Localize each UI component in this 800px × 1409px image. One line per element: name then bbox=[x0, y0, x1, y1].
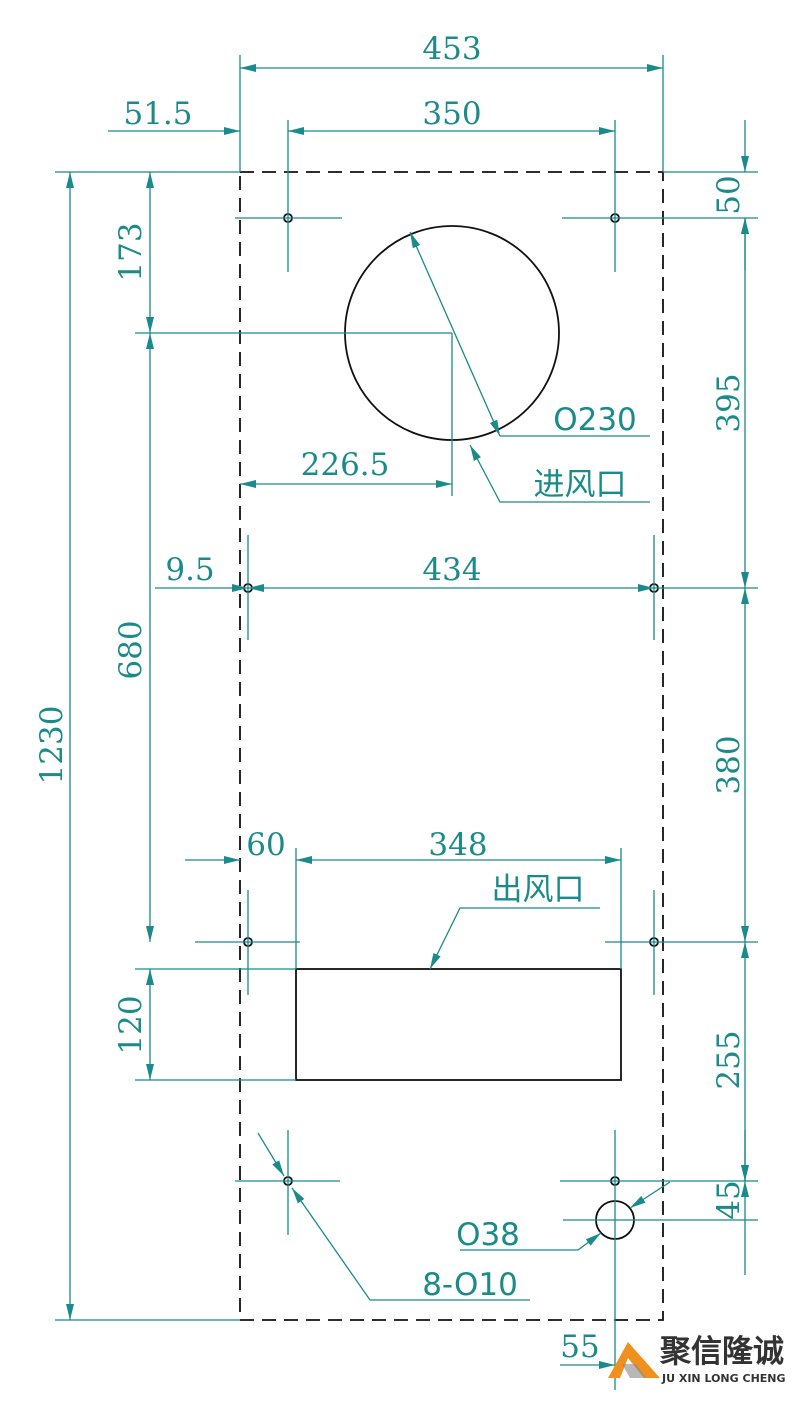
logo-text-cn: 聚信隆诚 bbox=[659, 1334, 784, 1370]
cabinet-outline bbox=[239, 171, 664, 1321]
dim-top-hole-offset: 50 bbox=[711, 175, 747, 214]
dim-inlet-to-outlet: 680 bbox=[113, 620, 149, 679]
dim-inlet-center-x: 226.5 bbox=[301, 447, 390, 483]
dimension-lines bbox=[66, 64, 749, 1369]
dim-inlet-from-top: 173 bbox=[113, 222, 149, 281]
logo-text-en: JU XIN LONG CHENG bbox=[661, 1372, 786, 1385]
dim-right-380: 380 bbox=[711, 735, 747, 794]
dim-mid-hole-offset: 9.5 bbox=[165, 552, 214, 588]
logo-mark-icon bbox=[608, 1342, 660, 1378]
dim-outlet-width: 348 bbox=[428, 827, 487, 863]
label-inlet: 进风口 bbox=[534, 467, 627, 503]
dim-overall-height: 1230 bbox=[34, 706, 70, 785]
extension-lines bbox=[55, 55, 758, 1390]
dim-left-offset-top: 51.5 bbox=[123, 96, 192, 132]
label-drain-diameter: O38 bbox=[456, 1217, 520, 1253]
dim-outlet-offset: 60 bbox=[246, 827, 285, 863]
dim-right-255: 255 bbox=[711, 1030, 747, 1089]
company-logo: 聚信隆诚 JU XIN LONG CHENG bbox=[608, 1334, 786, 1385]
dim-mid-hole-spacing: 434 bbox=[422, 552, 481, 588]
outlet-opening bbox=[295, 968, 622, 1081]
label-mounting-holes: 8-O10 bbox=[422, 1267, 518, 1303]
label-inlet-diameter: O230 bbox=[553, 402, 637, 438]
dim-hole-spacing-top: 350 bbox=[422, 96, 481, 132]
dim-bottom-55: 55 bbox=[560, 1329, 599, 1365]
dim-right-395: 395 bbox=[711, 373, 747, 432]
dim-overall-width: 453 bbox=[422, 31, 481, 67]
label-outlet: 出风口 bbox=[492, 872, 585, 908]
mounting-holes bbox=[243, 213, 659, 1186]
dim-right-45: 45 bbox=[711, 1180, 747, 1219]
dim-outlet-height: 120 bbox=[113, 995, 149, 1054]
